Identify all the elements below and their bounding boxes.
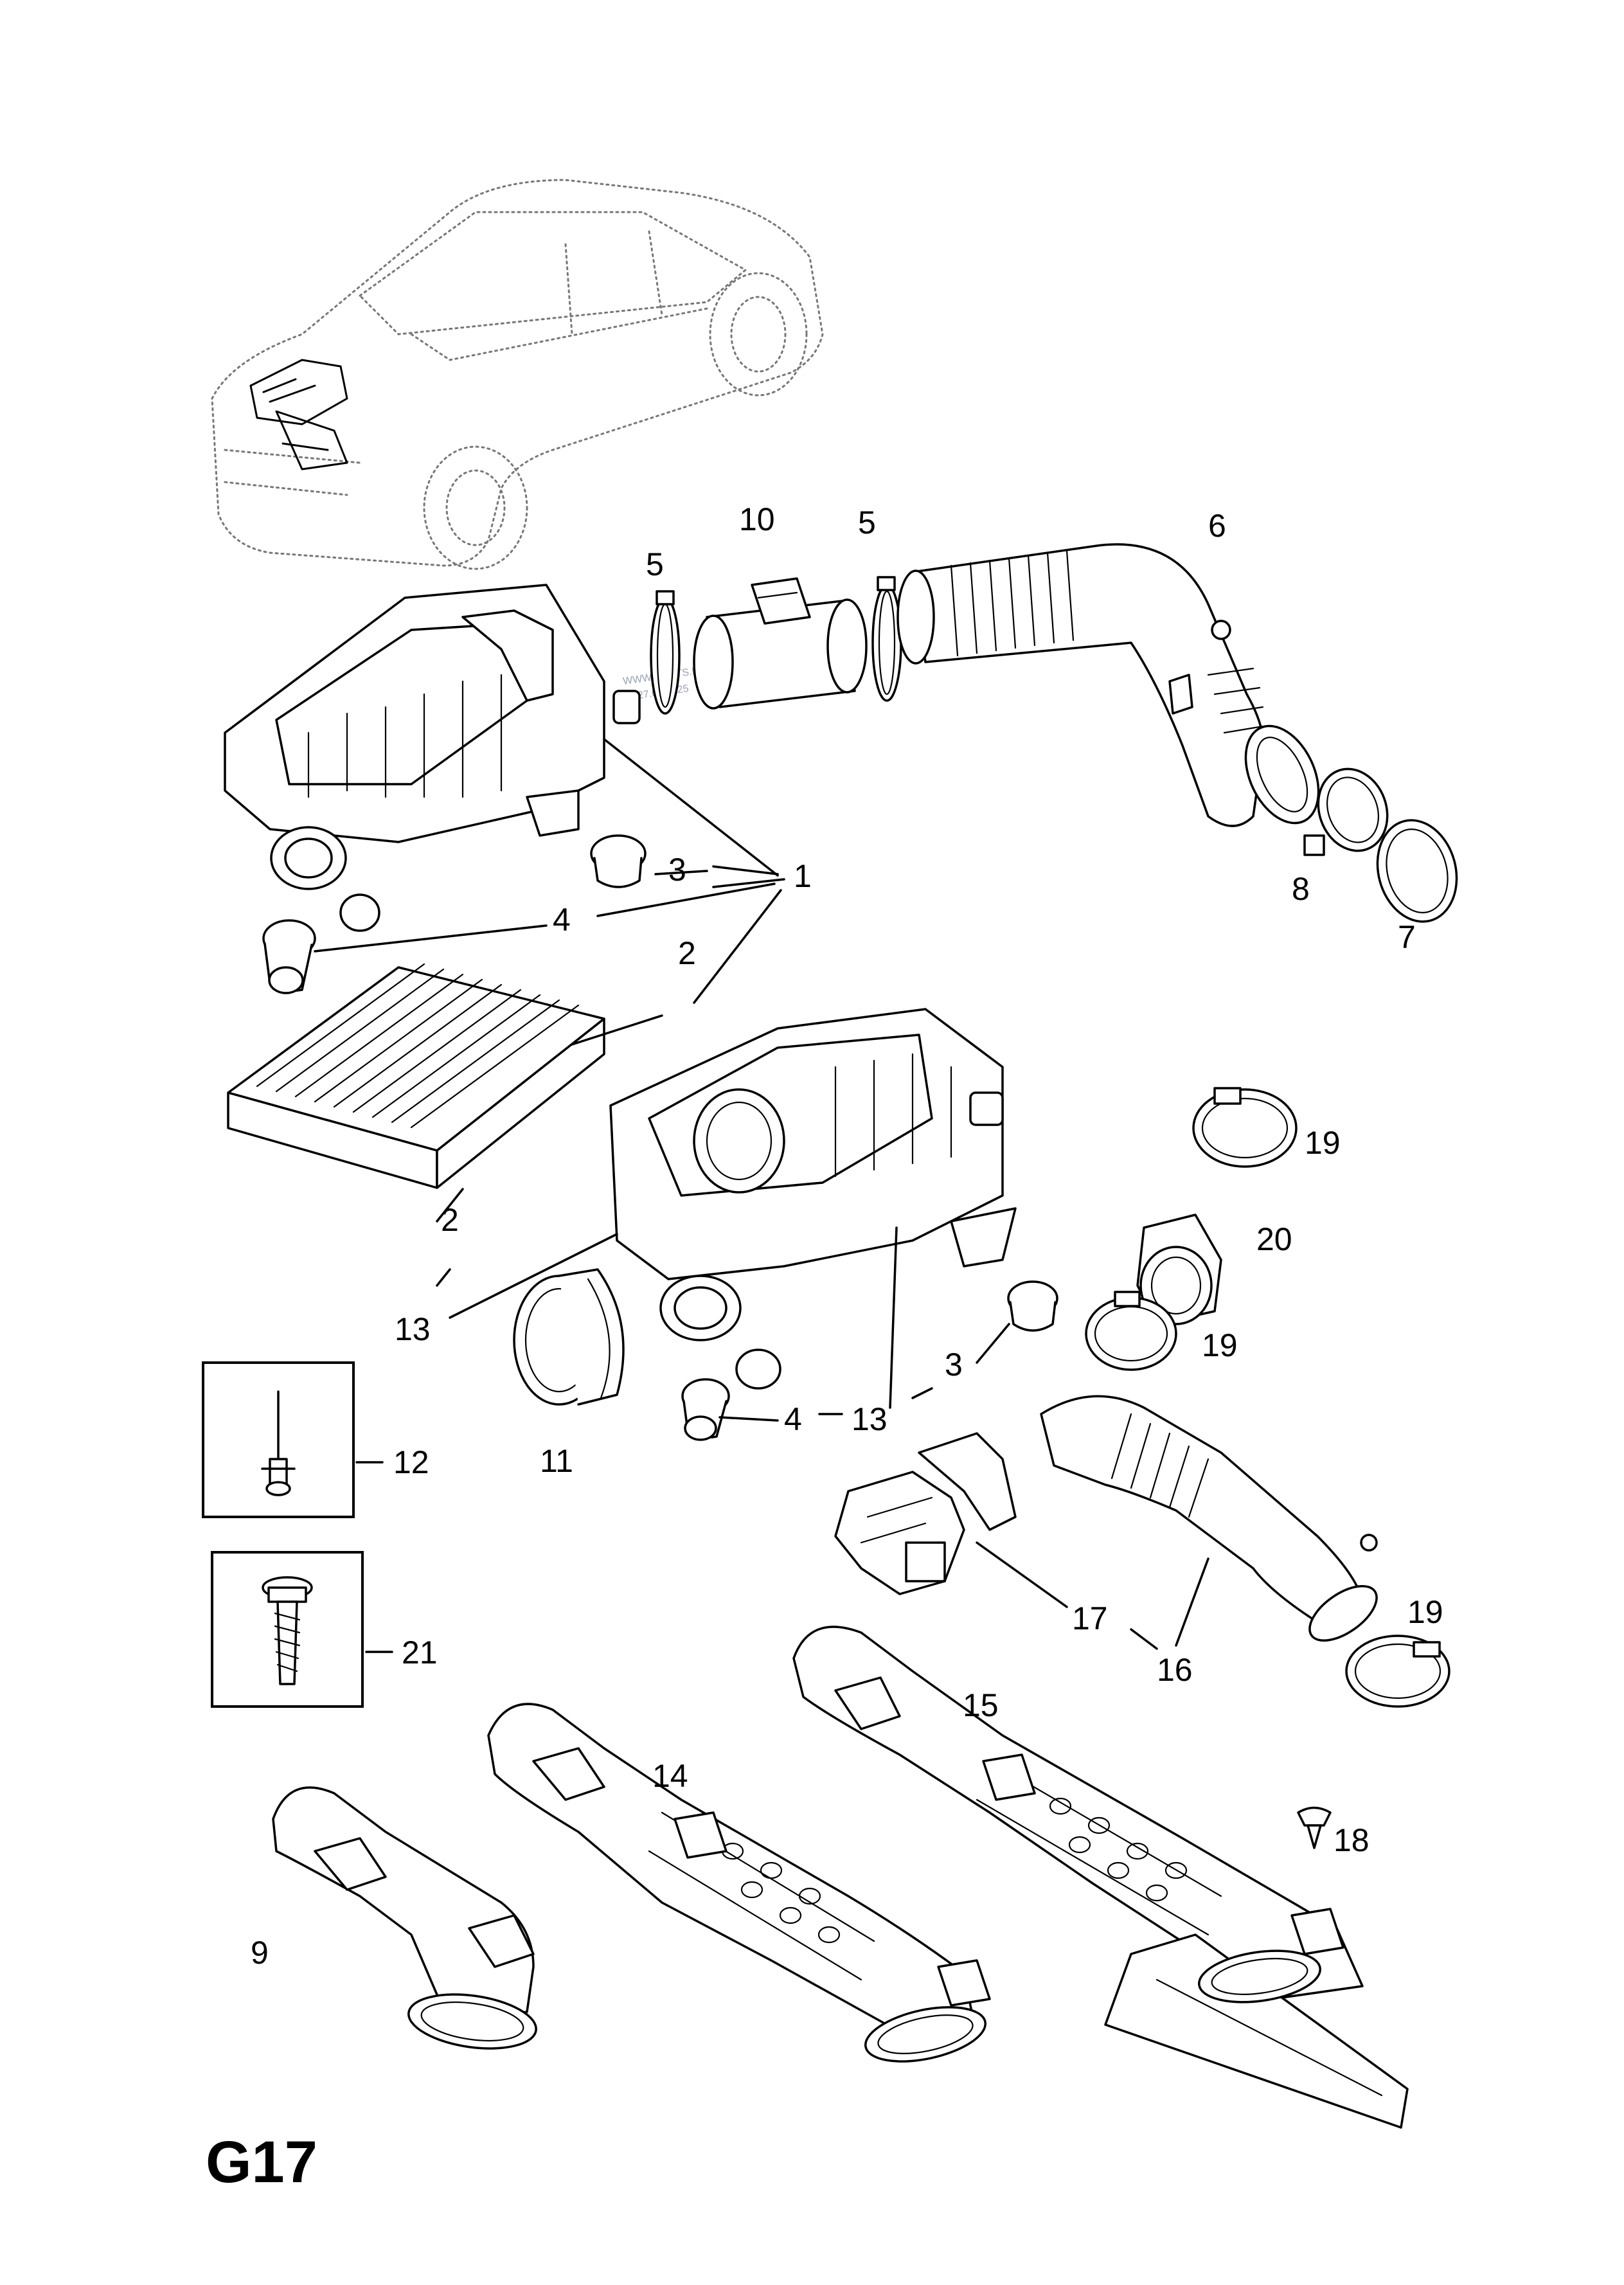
callout-21: 21 [402,1635,438,1671]
intake-hose-lower [1040,1395,1378,1642]
callout-12: 12 [393,1444,429,1480]
engine-highlight [249,359,348,470]
grommet-top [590,834,647,888]
callout-16: 16 [1157,1652,1193,1688]
callout-4-top: 4 [553,902,571,938]
callout-19-upper: 19 [1305,1125,1341,1161]
hose-clamp-19c [1345,1635,1450,1708]
callout-3-top: 3 [668,852,686,888]
air-cleaner-housing-lower [609,1008,1017,1390]
box-part-12 [202,1361,355,1518]
callout-14: 14 [652,1758,688,1794]
air-duct-9 [272,1786,537,2050]
callout-17: 17 [1072,1600,1108,1636]
callout-15: 15 [963,1687,999,1723]
callout-9: 9 [251,1935,269,1971]
air-mass-meter [693,577,868,710]
leader-lines [314,738,1209,1653]
callout-20: 20 [1256,1221,1292,1257]
callout-3-lower: 3 [945,1347,963,1383]
callout-4-lower: 4 [784,1401,802,1437]
hose-clamp-19a [1192,1087,1298,1168]
screw-icon [262,1576,313,1685]
grommet-lower [1007,1280,1058,1332]
callout-7: 7 [1398,919,1416,955]
sheet-code: G17 [206,2129,317,2195]
adapter-ring-11 [513,1268,625,1406]
callout-19-middle: 19 [1202,1327,1238,1363]
car-outline-icon [211,179,824,570]
callout-1: 1 [794,858,812,894]
intake-hose-top [897,543,1265,827]
hose-clamp-5a [650,590,681,715]
bracket-17 [834,1432,1017,1595]
callout-5-right: 5 [858,505,876,541]
callout-8: 8 [1292,871,1310,907]
clip-18 [1297,1806,1332,1849]
sleeve-top [262,919,316,994]
hose-end-ring [1244,724,1320,825]
air-cleaner-housing-top [224,584,641,932]
callout-10: 10 [739,501,775,537]
rivet-icon [261,1390,296,1496]
box-part-21 [211,1551,364,1708]
callout-2-lower: 2 [441,1202,459,1238]
callout-18: 18 [1334,1822,1370,1858]
air-filter-element [227,963,605,1189]
callout-2-top: 2 [678,935,696,971]
callout-19-lower: 19 [1407,1594,1443,1630]
callout-6: 6 [1208,508,1226,544]
air-duct-14 [487,1703,991,2063]
air-duct-15 [792,1626,1409,2129]
hose-clamp-8 [1303,767,1389,856]
callout-11: 11 [540,1443,573,1479]
hose-clamp-5b [871,576,902,702]
callout-5-left: 5 [646,546,664,582]
callout-13-left: 13 [395,1311,431,1347]
hose-clamp-19b [1085,1291,1177,1371]
sleeve-lower [681,1378,730,1441]
seal-ring-7 [1376,819,1458,923]
callout-13-lower: 13 [852,1401,888,1437]
